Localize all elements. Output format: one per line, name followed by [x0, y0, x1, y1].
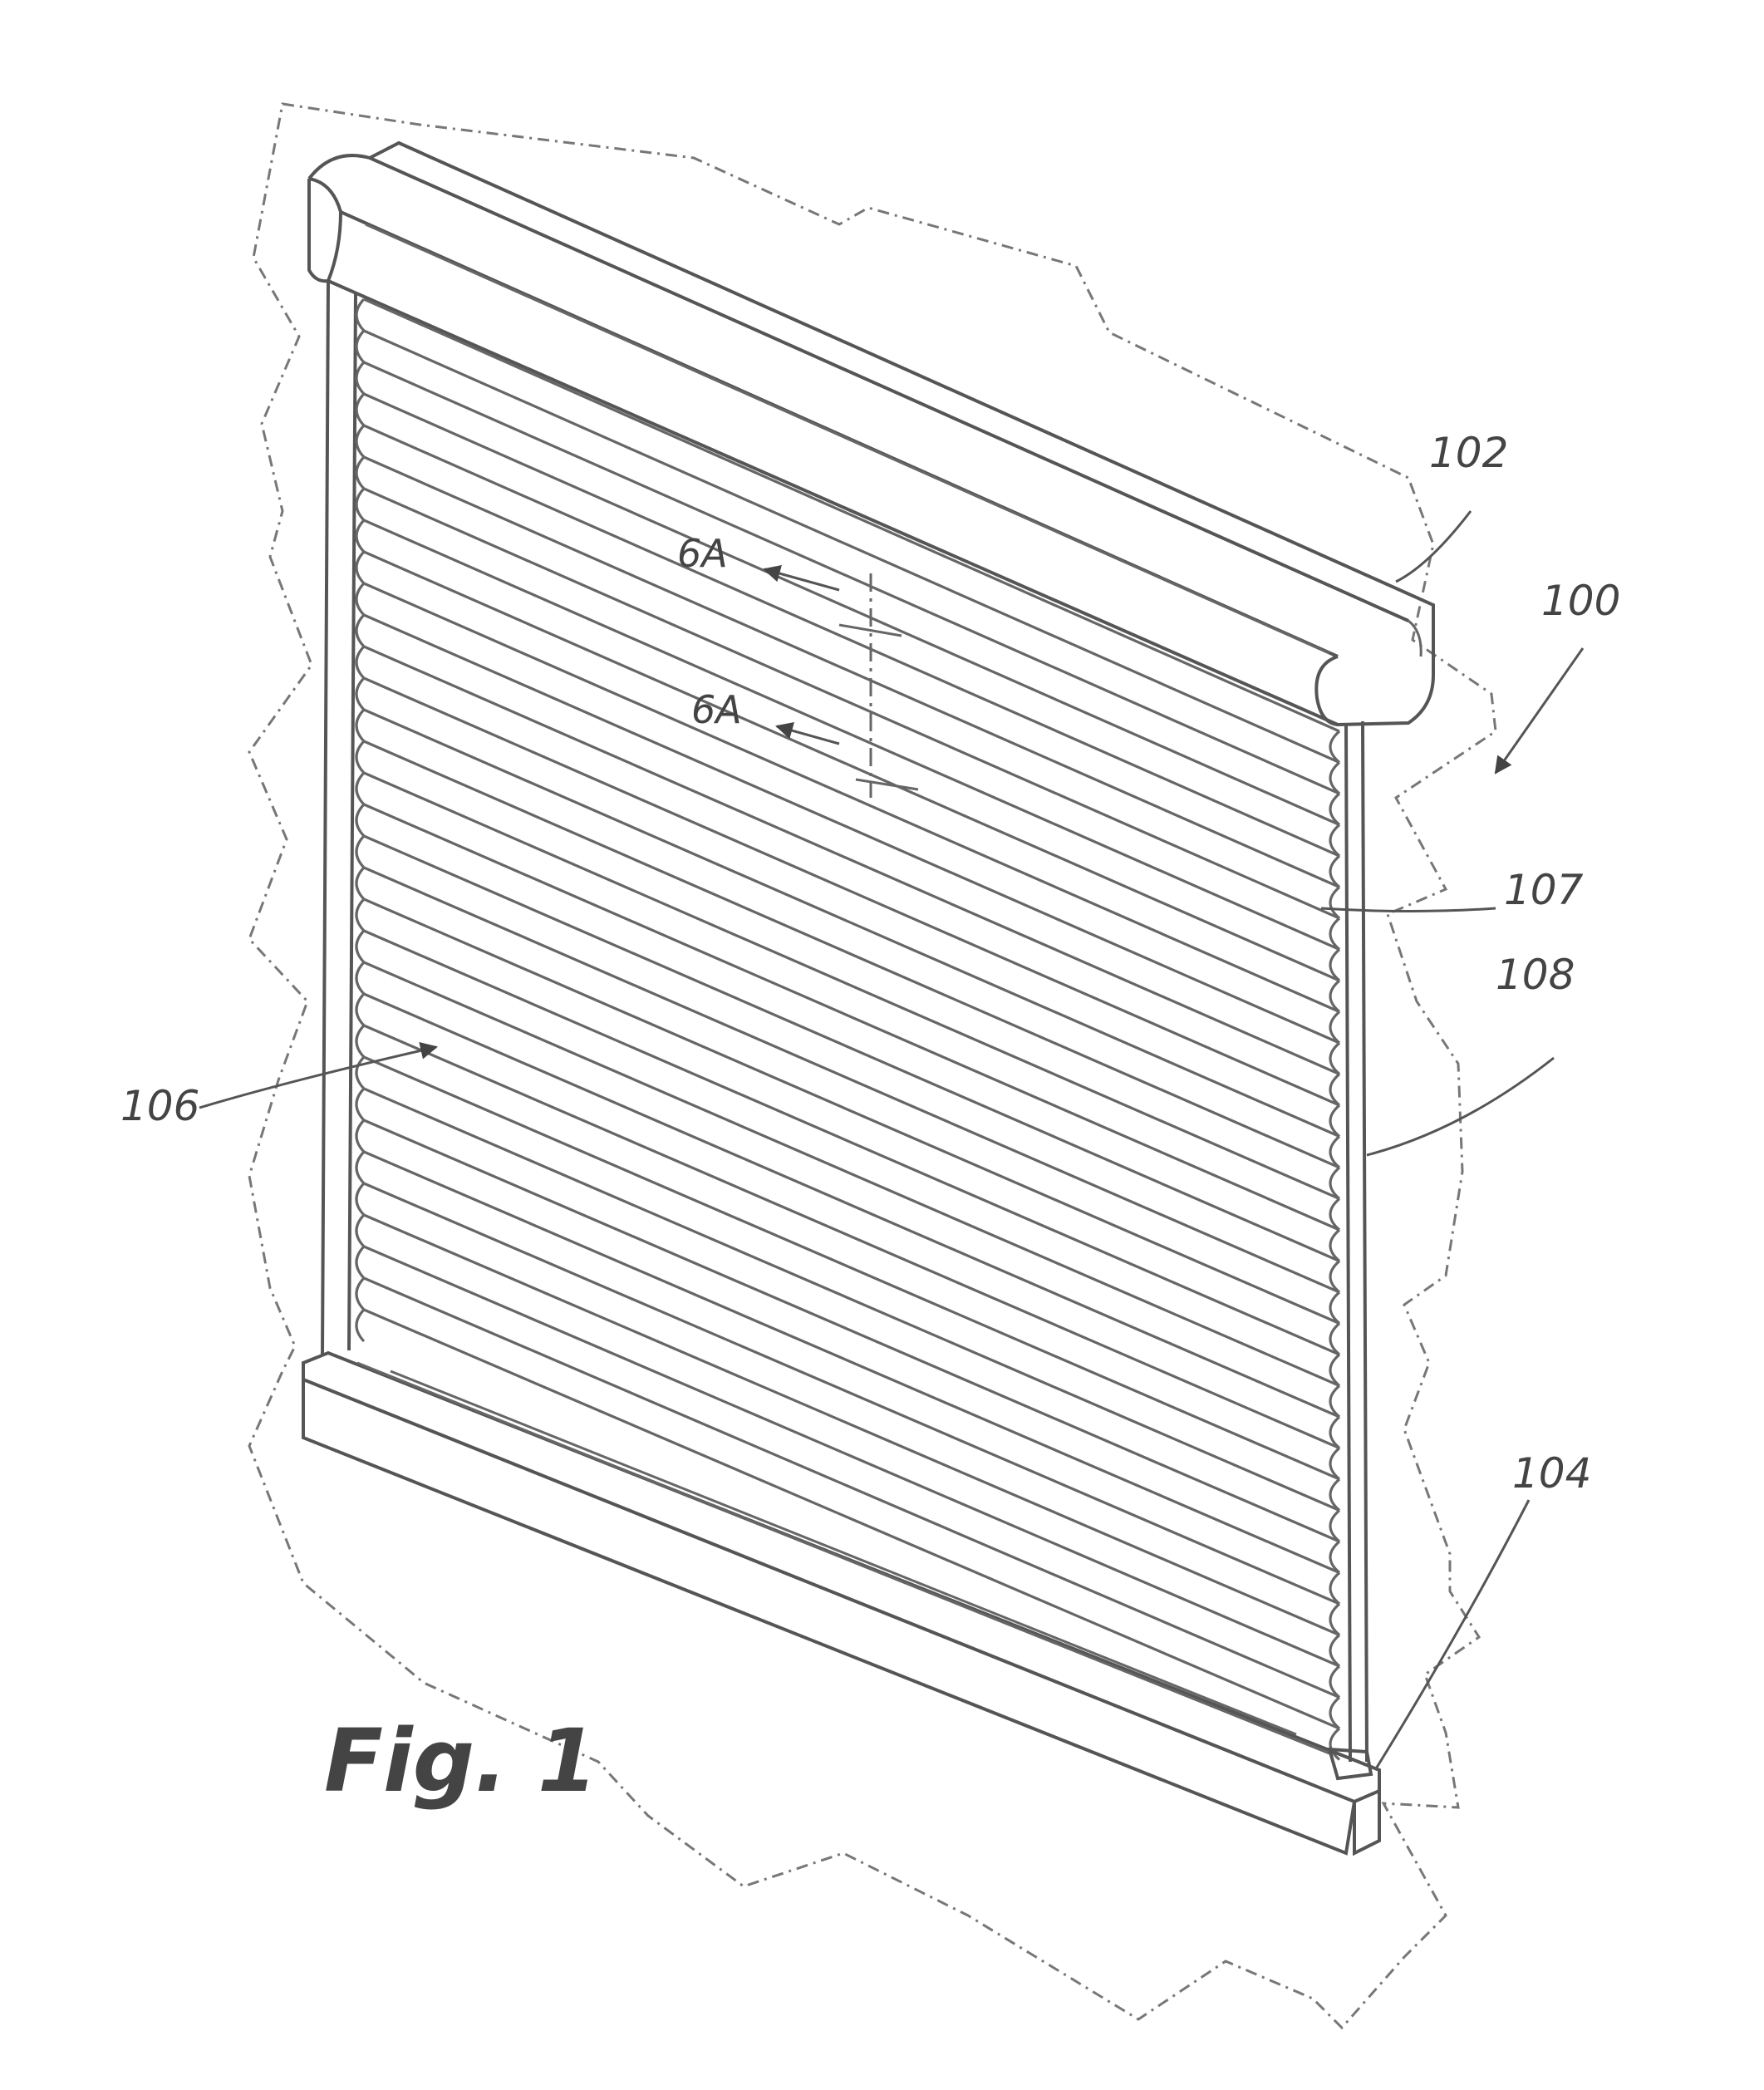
cell-left-end: [356, 931, 364, 962]
ref-102: 102: [1429, 429, 1508, 477]
cell-fold-line: [364, 425, 1339, 856]
cell-fold-line: [364, 647, 1339, 1075]
side-rails: [322, 281, 1367, 1762]
cell-left-end: [356, 773, 364, 804]
cell-left-end: [356, 678, 364, 710]
cell-left-end: [356, 615, 364, 647]
cell-fold-line: [364, 1247, 1339, 1666]
cell-left-end: [356, 1183, 364, 1215]
cell-fold-line: [364, 741, 1339, 1168]
cell-fold-line: [364, 994, 1339, 1417]
cell-left-end: [356, 520, 364, 552]
cell-left-end: [356, 962, 364, 994]
cell-fold-line: [364, 899, 1339, 1324]
cell-left-end: [356, 457, 364, 489]
cell-fold-line: [364, 836, 1339, 1261]
section-label-lower: 6A: [691, 687, 742, 732]
cell-left-end: [356, 489, 364, 520]
cell-left-end: [356, 1057, 364, 1089]
cell-fold-line: [364, 457, 1339, 888]
cell-left-end: [356, 836, 364, 868]
cell-left-end: [356, 1247, 364, 1278]
cell-left-end: [356, 804, 364, 836]
cell-fold-line: [364, 615, 1339, 1043]
ref-100: 100: [1541, 577, 1620, 625]
cell-left-end: [356, 362, 364, 394]
cell-fold-line: [364, 520, 1339, 950]
cell-left-end: [356, 1025, 364, 1057]
cell-left-end: [356, 994, 364, 1025]
cell-fold-line: [364, 1183, 1339, 1604]
cell-fold-line: [364, 583, 1339, 1012]
cell-left-end: [356, 1310, 364, 1341]
cell-left-end: [356, 1278, 364, 1310]
cell-left-end: [356, 1152, 364, 1183]
ref-108: 108: [1496, 951, 1575, 999]
cell-left-end: [356, 1089, 364, 1120]
shade-panel: [356, 299, 1339, 1760]
cell-left-end: [356, 710, 364, 741]
ref-104: 104: [1512, 1449, 1591, 1497]
head-rail: [309, 143, 1433, 725]
cell-left-end: [356, 647, 364, 678]
cell-fold-line: [364, 931, 1339, 1355]
cell-fold-line: [364, 299, 1339, 731]
cell-left-end: [356, 899, 364, 931]
cell-fold-line: [364, 1057, 1339, 1479]
cell-left-end: [356, 868, 364, 899]
cell-fold-line: [364, 773, 1339, 1199]
cell-fold-line: [364, 489, 1339, 918]
cell-left-end: [356, 425, 364, 457]
cell-left-end: [356, 741, 364, 773]
cell-fold-line: [364, 804, 1339, 1230]
leader-lines: [199, 511, 1583, 1770]
cell-fold-line: [364, 868, 1339, 1292]
cell-left-end: [356, 1215, 364, 1247]
cell-fold-line: [364, 678, 1339, 1105]
cell-fold-line: [364, 362, 1339, 794]
cell-fold-line: [364, 1089, 1339, 1511]
cell-left-end: [356, 552, 364, 583]
cell-left-end: [356, 583, 364, 615]
cell-fold-line: [364, 1152, 1339, 1573]
cell-fold-line: [364, 1025, 1339, 1448]
cell-left-end: [356, 394, 364, 425]
cell-fold-line: [364, 962, 1339, 1386]
figure-label: Fig. 1: [324, 1710, 597, 1812]
cell-left-end: [356, 1120, 364, 1152]
cell-fold-line: [364, 710, 1339, 1137]
ref-107: 107: [1504, 866, 1584, 914]
cell-left-end: [356, 299, 364, 331]
cell-fold-line: [364, 1120, 1339, 1542]
cell-fold-line: [364, 552, 1339, 981]
cell-left-end: [356, 331, 364, 362]
ref-106: 106: [120, 1082, 199, 1130]
section-label-upper: 6A: [677, 531, 728, 576]
cell-fold-line: [364, 331, 1339, 763]
cell-fold-line: [364, 1278, 1339, 1698]
cell-fold-line: [364, 394, 1339, 825]
